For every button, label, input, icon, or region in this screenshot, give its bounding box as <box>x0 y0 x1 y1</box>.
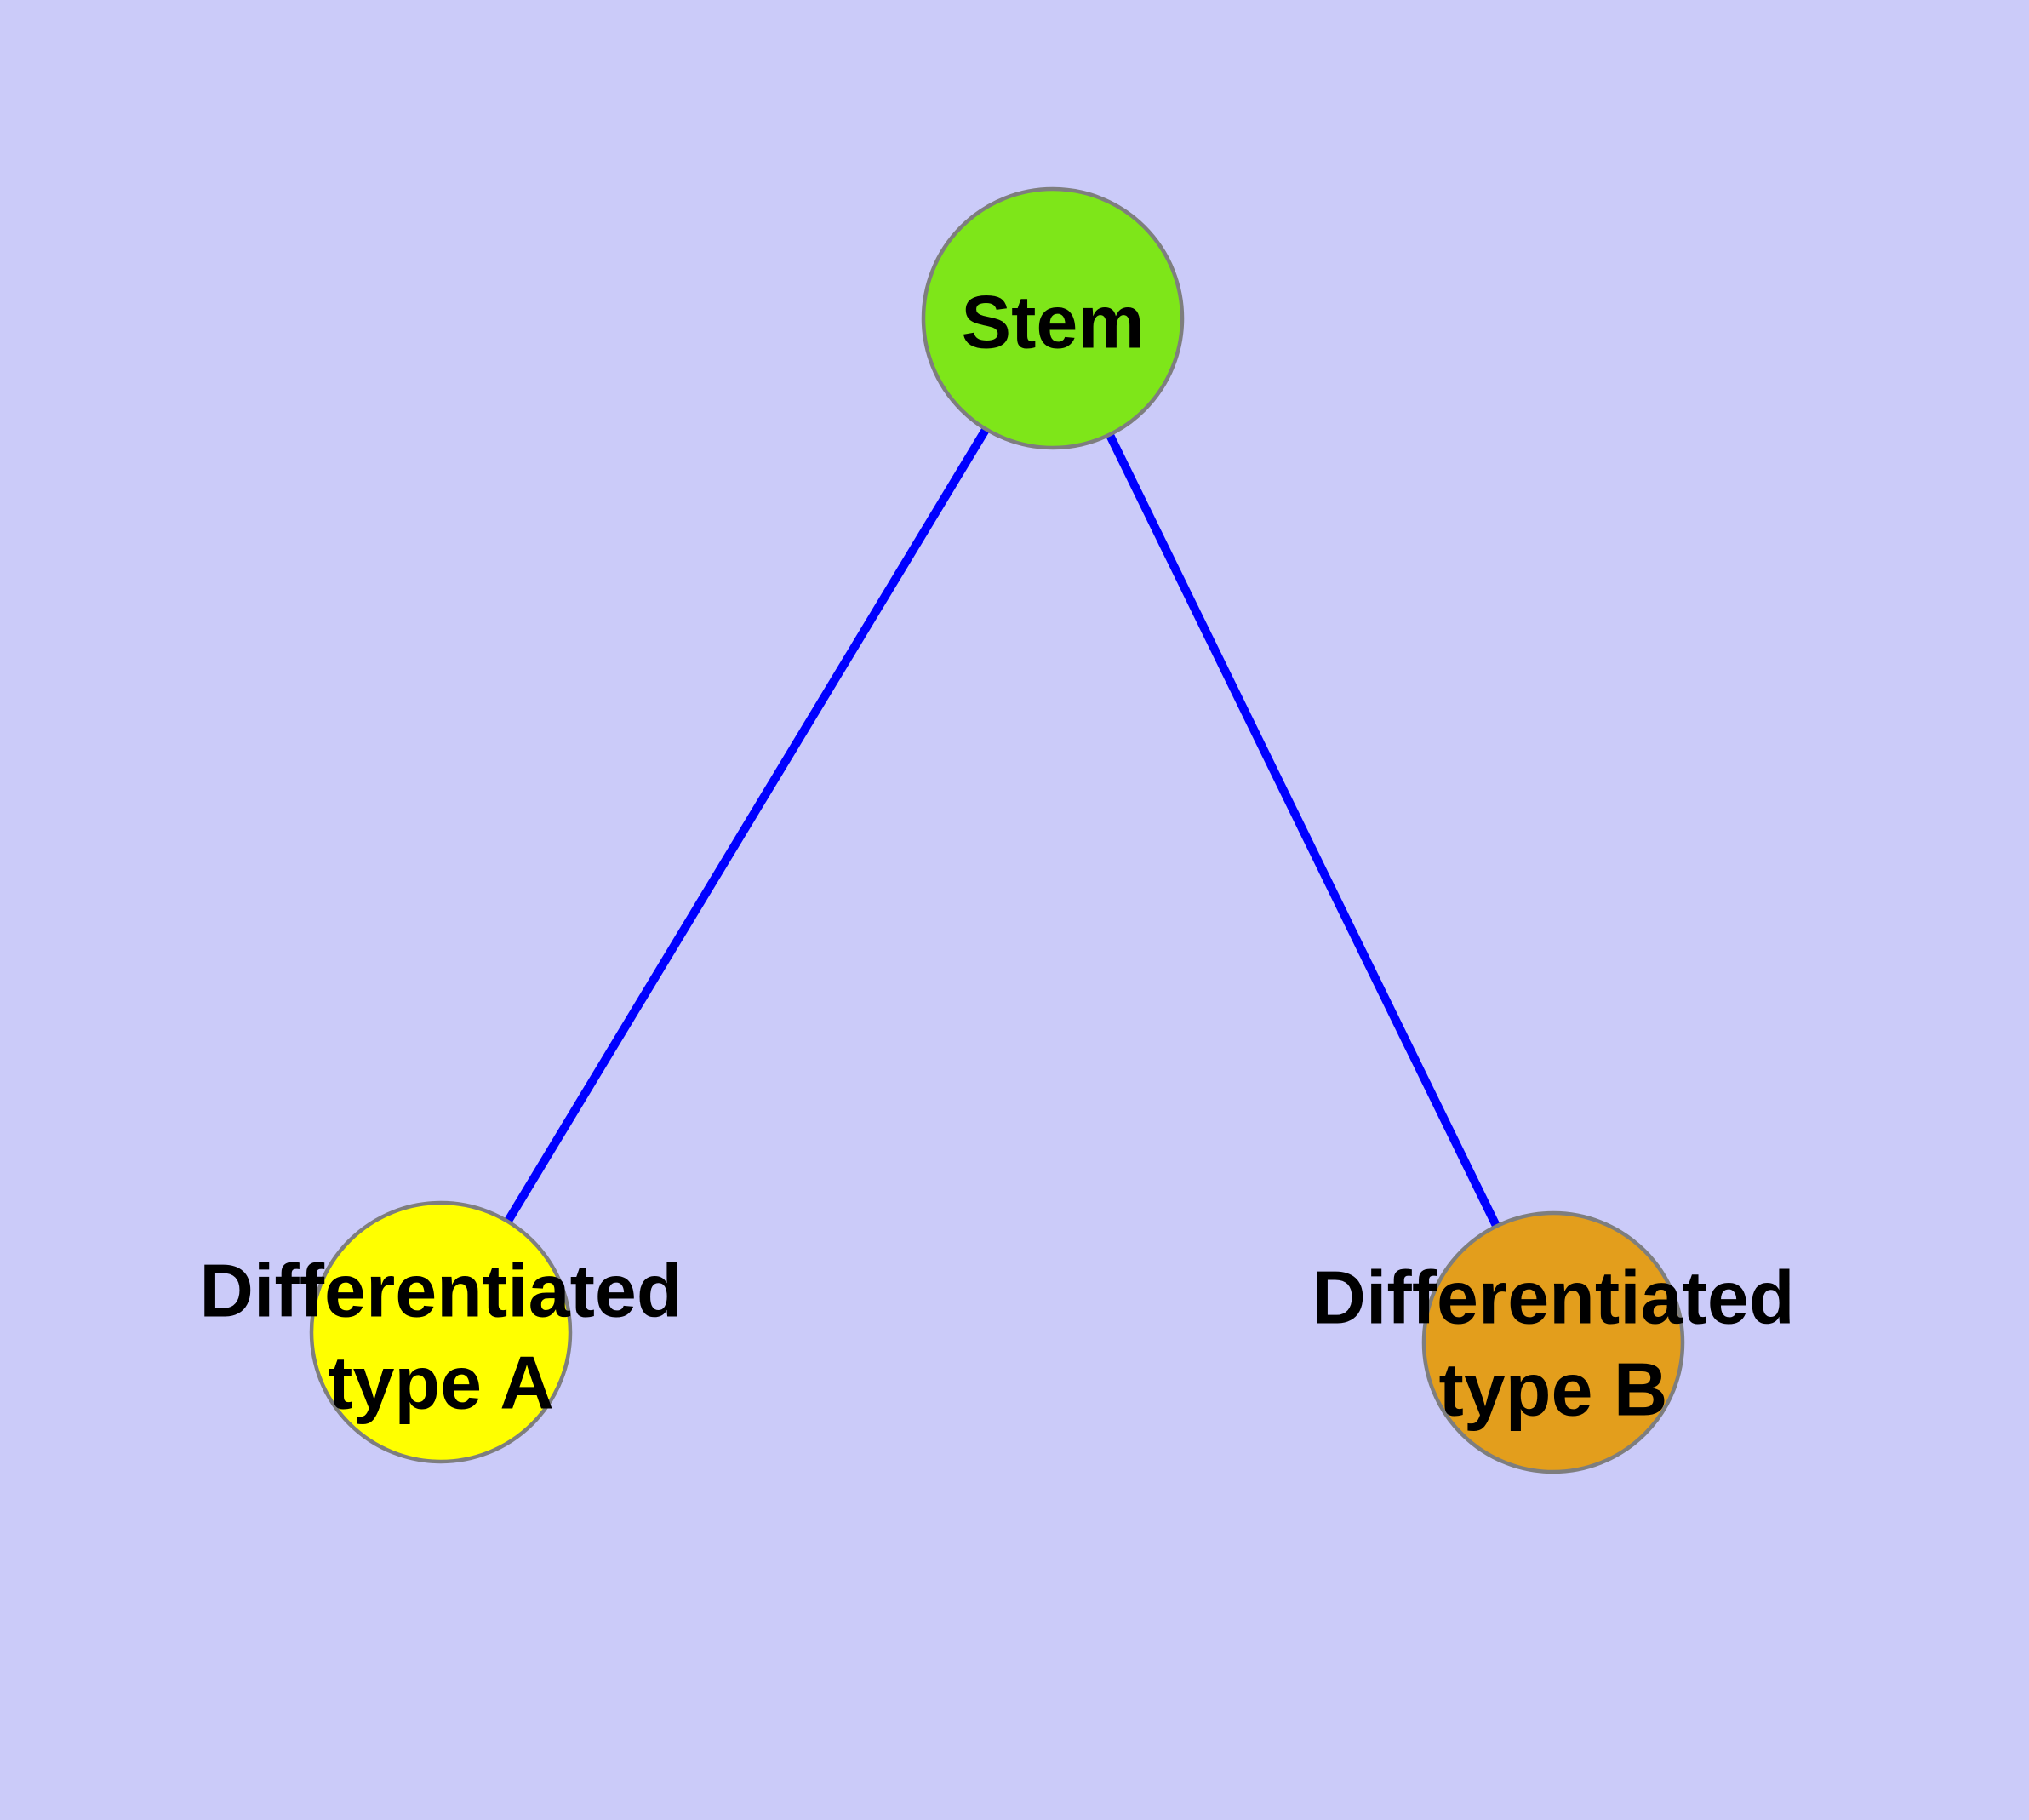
edge-stem-to-typeA <box>437 316 1057 1335</box>
node-typeA-label-line2: type A <box>328 1341 554 1425</box>
node-stem-label: Stem <box>961 280 1144 364</box>
node-typeB-label-line1: Differentiated <box>1312 1256 1794 1340</box>
edge-stem-to-typeB <box>1049 316 1557 1345</box>
node-typeA-circle <box>309 1200 573 1464</box>
node-typeB-circle <box>1421 1210 1685 1474</box>
node-typeA-label-line1: Differentiated <box>199 1249 682 1333</box>
node-stem-circle <box>921 186 1185 450</box>
node-typeB-label-line2: type B <box>1439 1348 1668 1432</box>
